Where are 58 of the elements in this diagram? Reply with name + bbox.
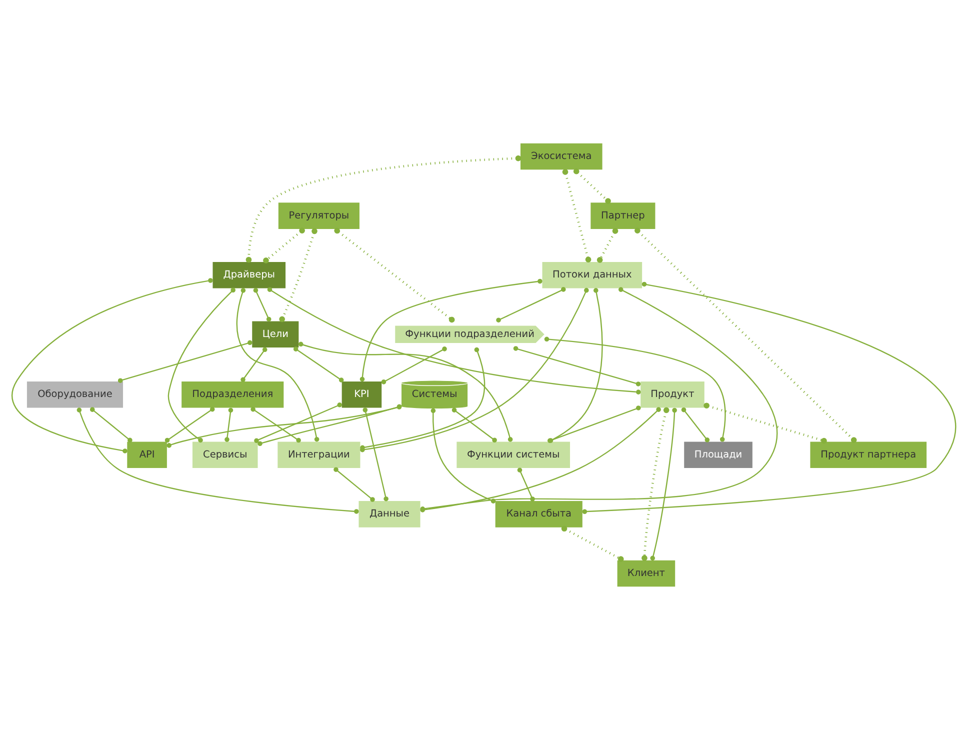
connector — [236, 288, 320, 442]
connector — [250, 406, 301, 442]
connector — [360, 278, 542, 382]
connector — [293, 346, 344, 382]
node-box: API — [126, 440, 168, 468]
node-box: Данные — [358, 500, 422, 528]
connector — [642, 406, 670, 561]
connector — [650, 407, 677, 560]
connector — [582, 281, 956, 514]
node-box: Оборудование — [26, 380, 124, 408]
node-box: Экосистема — [520, 142, 604, 170]
connector — [298, 341, 513, 442]
node-box: Интеграции — [276, 440, 361, 468]
connector — [334, 227, 455, 322]
connector — [118, 340, 252, 382]
connector — [513, 346, 641, 386]
connector — [168, 287, 236, 442]
connector — [263, 227, 305, 263]
connector — [681, 406, 710, 442]
node-box: Подразделения — [180, 380, 284, 408]
connector — [573, 168, 611, 204]
connector — [279, 228, 318, 322]
node-box: Продукт партнера — [809, 440, 928, 468]
connector — [246, 154, 522, 262]
node-box: Сервисы — [192, 440, 258, 468]
node-box: Цели — [251, 320, 300, 348]
connector — [452, 407, 497, 442]
connector — [562, 168, 592, 262]
connector — [496, 286, 566, 322]
connector — [267, 286, 641, 394]
connector — [90, 406, 132, 442]
node-box: Площади — [683, 440, 754, 468]
node-box: Канал сбыта — [494, 500, 584, 528]
connector — [596, 228, 618, 262]
node-box: KPI — [341, 380, 382, 408]
connector — [240, 346, 268, 382]
node-box: Потоки данных — [542, 260, 643, 288]
connector — [561, 525, 624, 562]
node-box: Партнер — [590, 201, 656, 230]
node-box: Регуляторы — [278, 201, 360, 230]
connector — [430, 408, 496, 503]
connector — [517, 467, 535, 501]
connector — [224, 407, 234, 442]
node-box: Функции системы — [456, 440, 571, 468]
node-box: Драйверы — [212, 260, 286, 288]
connector — [704, 402, 827, 444]
node-box: Продукт — [640, 380, 706, 408]
connector — [76, 407, 359, 514]
node-box: Клиент — [616, 559, 676, 587]
connector — [360, 346, 486, 450]
connector — [254, 402, 342, 443]
connector — [164, 406, 215, 442]
connector — [253, 287, 272, 322]
connector — [12, 278, 213, 453]
connector — [381, 346, 447, 384]
connector — [362, 407, 388, 501]
connector — [334, 466, 375, 502]
connector — [634, 227, 857, 442]
